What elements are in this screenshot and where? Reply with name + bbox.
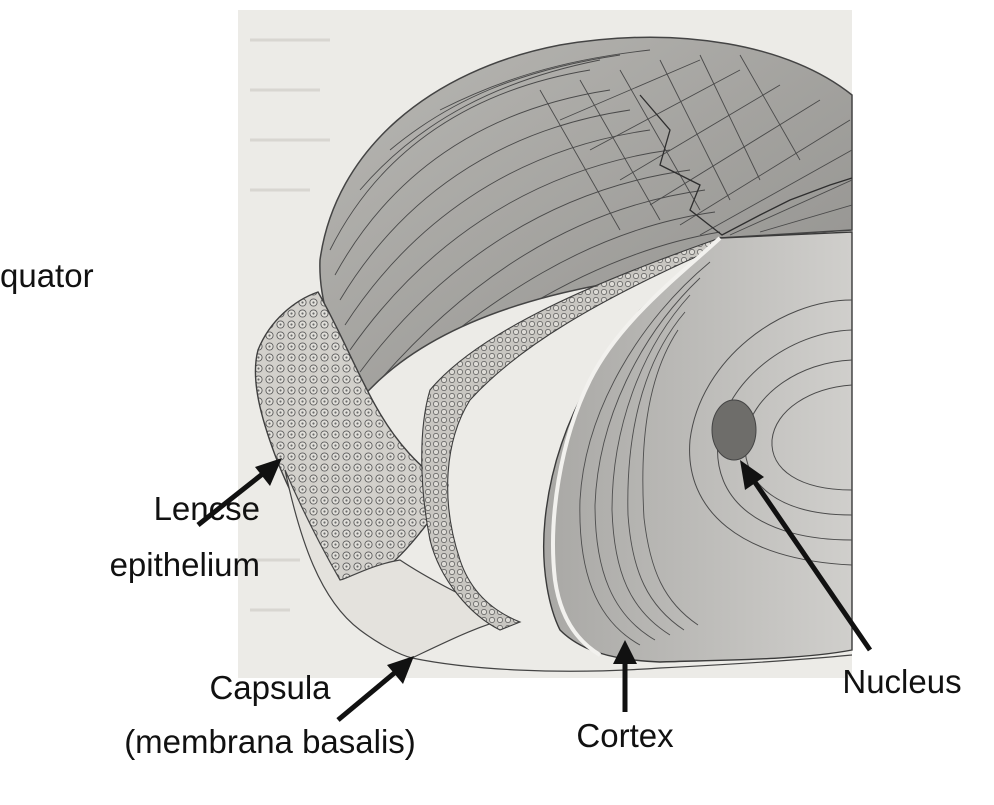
label-epithelium-line2: epithelium <box>20 545 260 585</box>
lens-nucleus <box>712 400 756 460</box>
label-nucleus: Nucleus <box>812 662 992 702</box>
label-cortex: Cortex <box>545 716 705 756</box>
label-equator: quator <box>0 256 94 296</box>
label-capsula-line2: (membrana basalis) <box>70 722 470 762</box>
label-epithelium-line1: Lencse <box>120 489 260 529</box>
label-capsula-line1: Capsula <box>170 668 370 708</box>
